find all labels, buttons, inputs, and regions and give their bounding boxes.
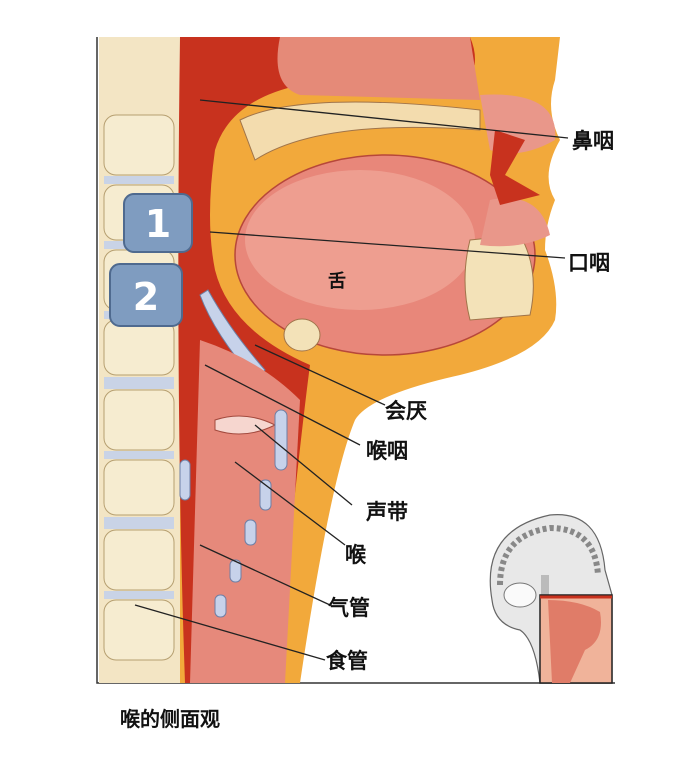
hard-palate (239, 101, 481, 161)
trachea-rings (179, 409, 288, 618)
tongue-highlight (245, 170, 475, 310)
leader-lines (134, 99, 569, 661)
marker-number: 2 (133, 275, 159, 319)
marker-number: 1 (145, 202, 171, 246)
label-esophagus: 食管 (326, 649, 368, 673)
label-oropharynx: 口咽 (568, 251, 610, 275)
figure-caption: 喉的侧面观 (120, 707, 220, 731)
label-nasopharynx: 鼻咽 (572, 129, 614, 153)
label-trachea: 气管 (327, 596, 370, 620)
hyoid-bone (283, 318, 321, 352)
label-epiglottis: 会厌 (385, 399, 427, 423)
marker-badge-2: 2 (109, 263, 183, 327)
frame-border (96, 37, 615, 684)
inset-head-diagram (489, 514, 613, 684)
larynx-tube (190, 340, 300, 683)
label-tongue: 舌 (328, 270, 346, 292)
mouth-opening (490, 130, 540, 205)
nasal-cavity (277, 37, 480, 100)
label-larynx: 喉 (345, 543, 367, 567)
label-vocal-cords: 声带 (365, 500, 408, 524)
marker-badge-1: 1 (123, 193, 193, 253)
lower-lip (480, 198, 550, 247)
jaw-bone (464, 234, 534, 321)
label-laryngopharynx: 喉咽 (366, 439, 408, 463)
